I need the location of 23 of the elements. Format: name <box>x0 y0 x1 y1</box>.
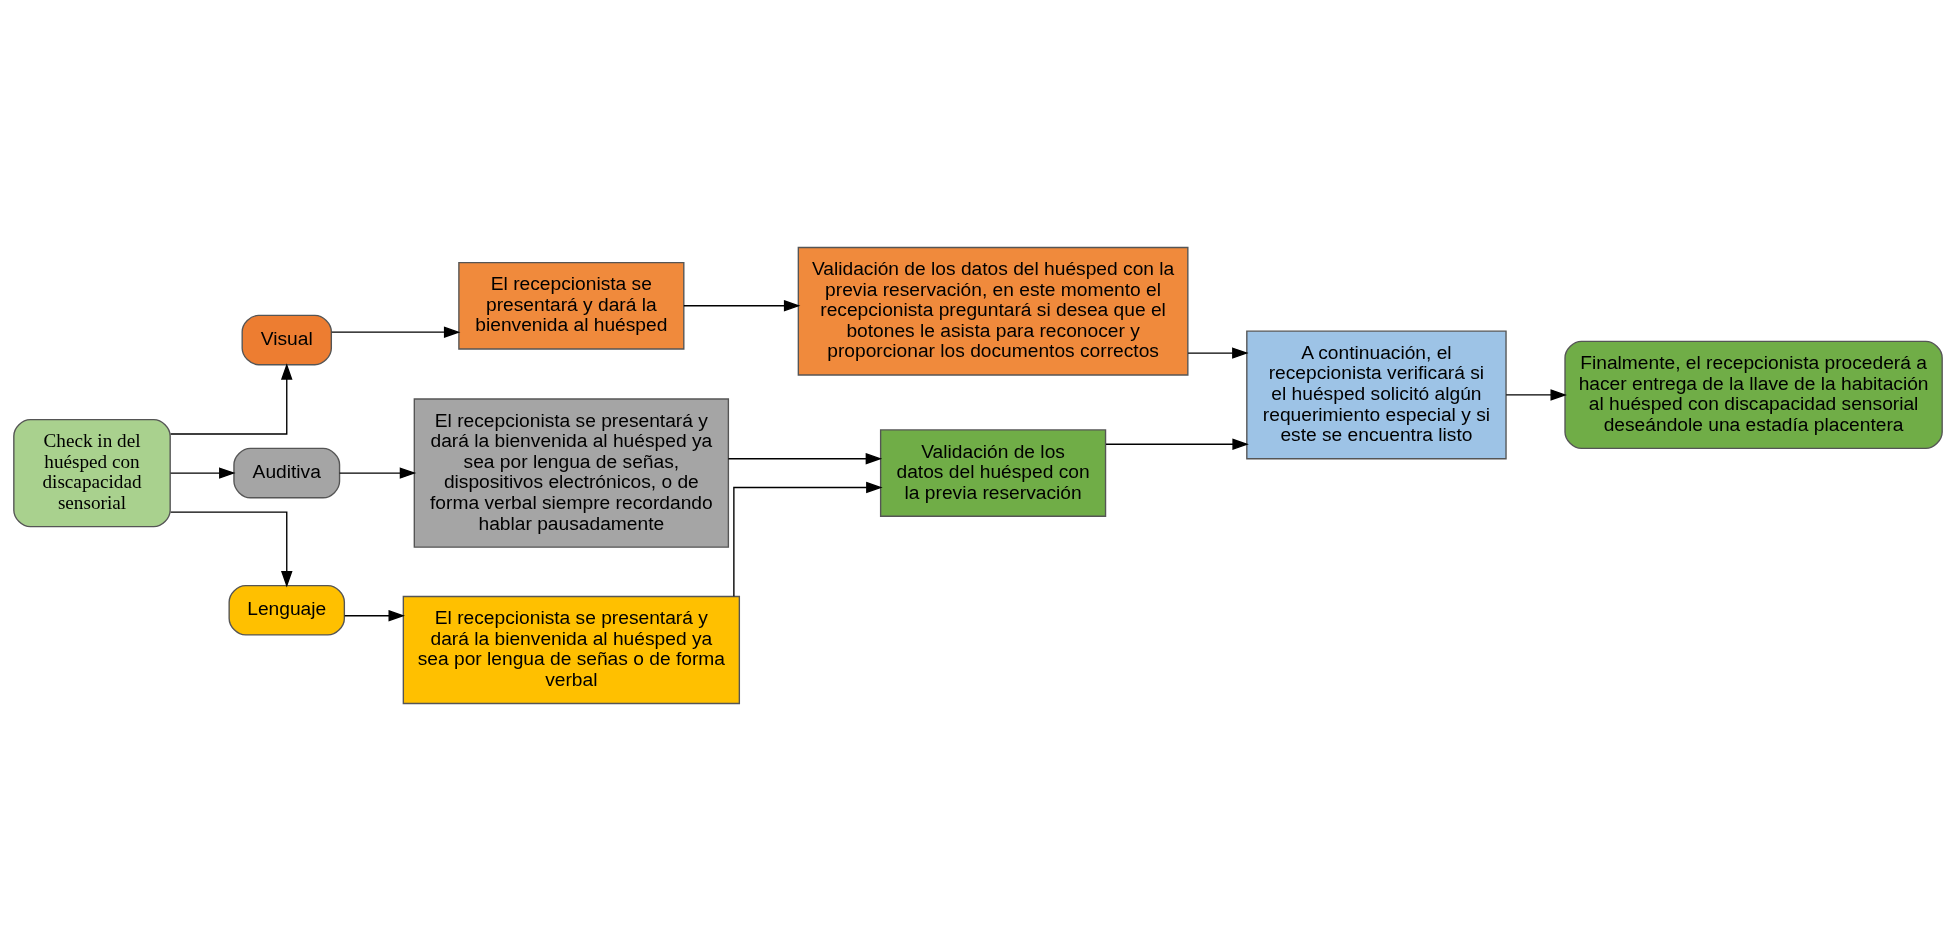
arrow <box>1187 346 1249 359</box>
node-box: El recepcionista se presentará y dará la bienvenida al huésped ya sea por lengua de señas, dispositivos electrónicos, o de forma verbal siempre recordando hablar pausadamente <box>413 397 730 548</box>
arrow <box>683 299 801 312</box>
node-box: Validación de los datos del huésped con la previa reservación <box>879 428 1107 517</box>
node-box: Check in del huésped con discapacidad sensorial <box>13 418 171 527</box>
node-box: Visual <box>241 314 332 365</box>
arrow <box>169 362 293 435</box>
arrow <box>169 466 236 479</box>
node-box: Auditiva <box>233 447 341 498</box>
arrow <box>169 511 293 588</box>
arrow <box>344 609 405 621</box>
node-box: Validación de los datos del huésped con la previa reservación, en este momento el recepcionista preguntará si desea que el botones le asista para reconocer y proporcionar los documentos correctos <box>797 246 1189 376</box>
arrow <box>727 452 883 464</box>
node-box: A continuación, el recepcionista verificará si el huésped solicitó algún requerimiento especial y si este se encuentra listo <box>1246 329 1507 459</box>
node-box: Lenguaje <box>228 584 346 636</box>
arrow <box>1105 438 1249 450</box>
node-box: El recepcionista se presentará y dará la bienvenida al huésped ya sea por lengua de señas o de forma verbal <box>402 595 741 704</box>
arrow <box>338 466 417 479</box>
node-box: Finalmente, el recepcionista procederá a hacer entrega de la llave de la habitación al huésped con discapacidad sensorial deseándole una estadía placentera <box>1564 340 1943 449</box>
arrow <box>331 325 461 338</box>
arrow <box>733 481 883 597</box>
arrow <box>1505 388 1567 401</box>
node-box: El recepcionista se presentará y dará la bienvenida al huésped <box>458 261 685 350</box>
